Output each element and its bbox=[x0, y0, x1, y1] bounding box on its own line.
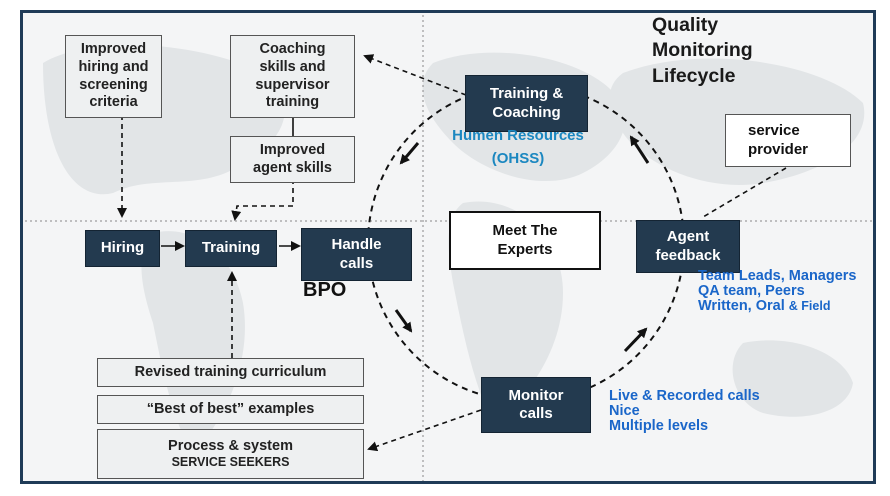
bpo-text: BPO bbox=[303, 279, 347, 301]
monitor-source: Multiple levels bbox=[609, 418, 709, 435]
box-label: “Best of best” examples bbox=[146, 400, 315, 417]
hr-text: Humen Resources bbox=[452, 127, 584, 144]
box-label: Improved bbox=[80, 41, 147, 58]
node-label: Handle bbox=[331, 236, 382, 254]
box-label: training bbox=[265, 94, 320, 111]
monitor-calls-node: Monitor calls bbox=[481, 377, 591, 433]
node-label: Hiring bbox=[100, 239, 145, 257]
node-label: Training bbox=[201, 239, 261, 257]
node-label: Agent bbox=[666, 228, 710, 246]
box-label: Improved bbox=[259, 141, 326, 158]
title-line: Quality bbox=[652, 14, 719, 36]
agent-feedback-node: Agent feedback bbox=[636, 220, 740, 273]
box-label: skills and bbox=[259, 58, 326, 75]
box-label: hiring and bbox=[78, 58, 149, 75]
improved-agent-skills-box: Improved agent skills bbox=[230, 136, 355, 183]
process-system-box: Process & system SERVICE SEEKERS bbox=[97, 429, 364, 479]
bpo-label: BPO bbox=[303, 279, 346, 302]
box-label: Revised training curriculum bbox=[134, 363, 327, 380]
box-label: Coaching bbox=[259, 41, 326, 58]
box-label: Process & system bbox=[168, 437, 293, 454]
box-label: screening bbox=[79, 76, 148, 93]
node-label: Training & bbox=[489, 85, 564, 103]
box-label: criteria bbox=[89, 94, 138, 111]
training-node: Training bbox=[185, 230, 277, 267]
hiring-node: Hiring bbox=[85, 230, 160, 267]
feedback-sources-label: Team Leads, Managers QA team, Peers Writ… bbox=[698, 268, 857, 315]
box-label: supervisor bbox=[255, 76, 330, 93]
node-label: feedback bbox=[655, 246, 721, 264]
diagram-frame: Quality Monitoring Lifecycle Training & … bbox=[20, 10, 876, 484]
service-provider-box: service provider bbox=[725, 114, 851, 167]
box-label: agent skills bbox=[253, 159, 332, 176]
box-label: Experts bbox=[497, 240, 553, 258]
feedback-source: QA team, Peers bbox=[698, 283, 805, 300]
meet-experts-box: Meet The Experts bbox=[449, 211, 601, 270]
handle-calls-node: Handle calls bbox=[301, 228, 412, 281]
node-label: Coaching bbox=[492, 103, 561, 121]
node-label: calls bbox=[519, 405, 553, 422]
feedback-source: & Field bbox=[788, 299, 831, 314]
feedback-source: Team Leads, Managers bbox=[698, 268, 857, 284]
hr-label: Humen Resources (OHSS) bbox=[443, 125, 593, 170]
hr-text: (OHSS) bbox=[491, 149, 545, 167]
improved-hiring-box: Improved hiring and screening criteria bbox=[65, 35, 162, 118]
best-examples-box: “Best of best” examples bbox=[97, 395, 364, 424]
monitor-sources-label: Live & Recorded calls Nice Multiple leve… bbox=[609, 388, 760, 435]
coaching-skills-box: Coaching skills and supervisor training bbox=[230, 35, 355, 118]
page-title: Quality Monitoring Lifecycle bbox=[652, 13, 753, 89]
revised-curriculum-box: Revised training curriculum bbox=[97, 358, 364, 387]
box-label: Meet The bbox=[492, 222, 558, 240]
box-label: SERVICE SEEKERS bbox=[171, 455, 290, 470]
node-label: calls bbox=[339, 254, 374, 272]
box-label: provider bbox=[748, 140, 809, 158]
title-line: Monitoring bbox=[652, 39, 753, 62]
title-line: Lifecycle bbox=[652, 64, 736, 87]
box-label: service bbox=[748, 122, 800, 140]
node-label: Monitor bbox=[508, 386, 564, 404]
monitor-source: Nice bbox=[609, 403, 640, 420]
feedback-source: Written, Oral bbox=[698, 298, 785, 315]
training-coaching-node: Training & Coaching bbox=[465, 75, 588, 132]
monitor-source: Live & Recorded calls bbox=[609, 388, 760, 404]
